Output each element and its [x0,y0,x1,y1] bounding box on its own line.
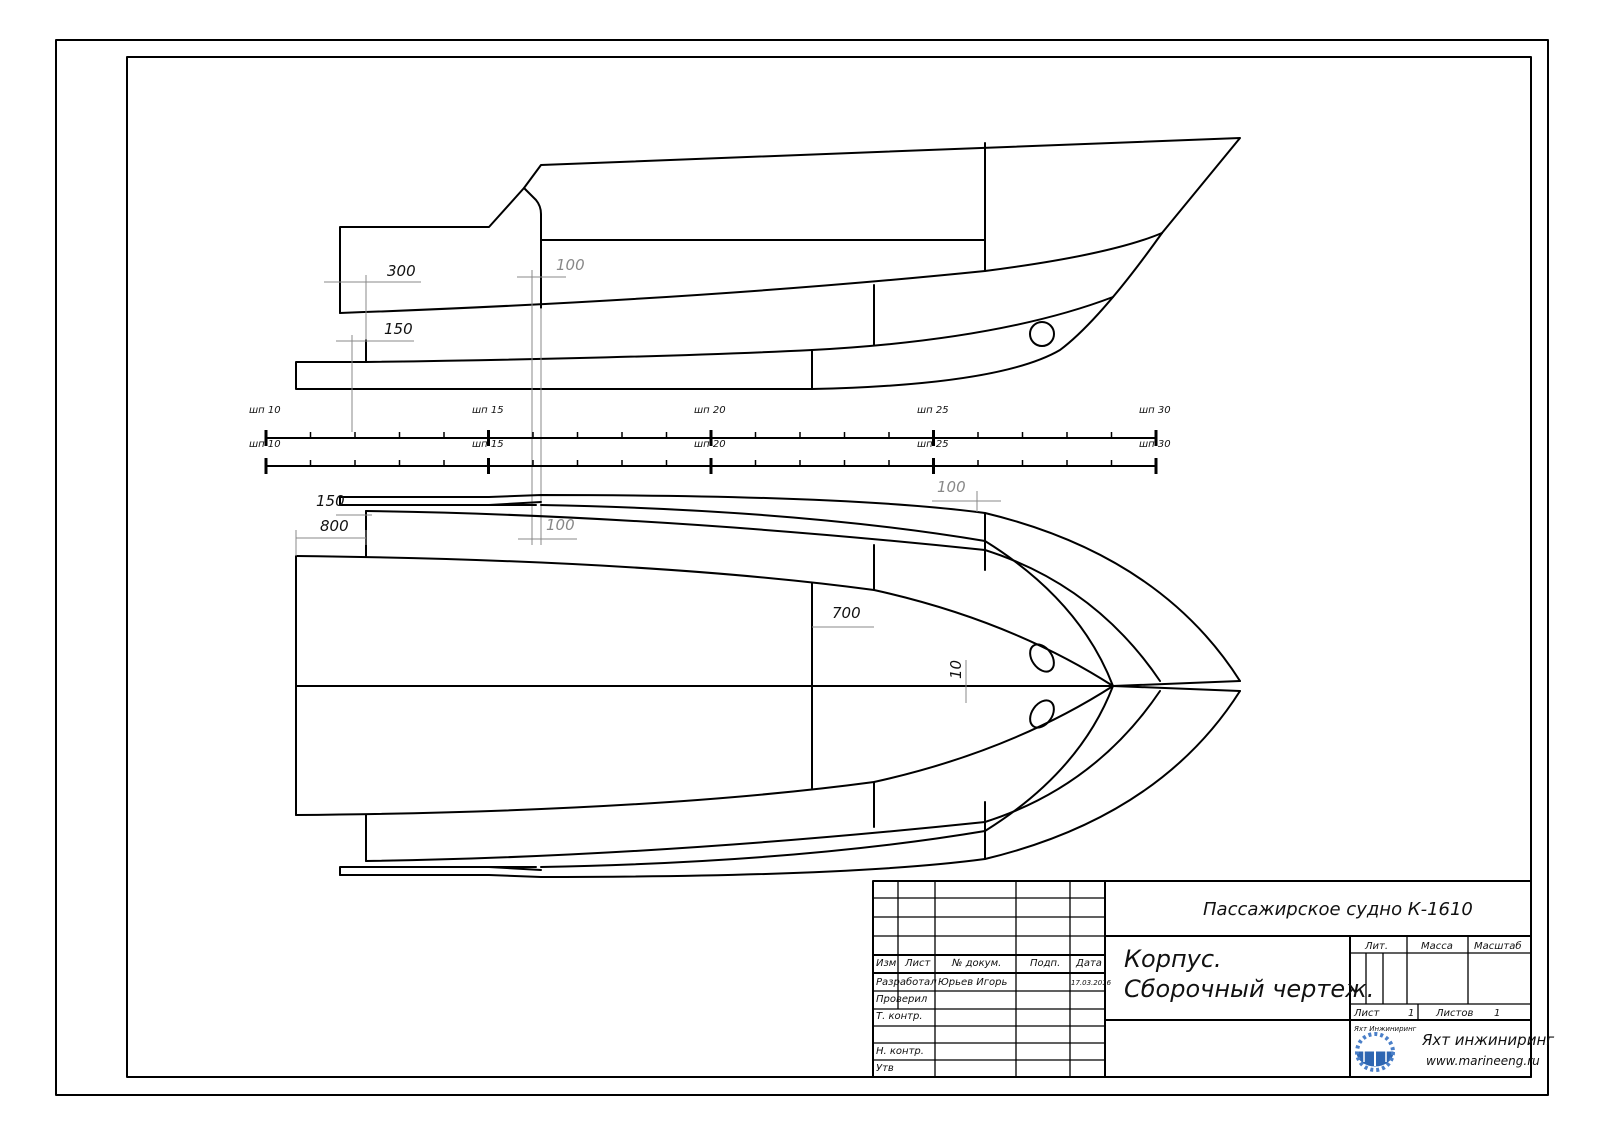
plan-dimensions: 150 800 100 100 700 10 [295,478,1001,703]
side-chine-line [365,296,1114,363]
side-dimensions: 300 100 150 [324,256,585,545]
frame-scale-upper: шп 10 шп 15 шп 20 шп 25 шп 30 [249,405,1171,446]
scale-upper-label-1: шп 15 [472,405,504,416]
inner-frame [126,56,1532,1078]
frame-scale-lower: шп 10 шп 15 шп 20 шп 25 шп 30 [249,439,1171,474]
side-sheer-line [339,232,1163,314]
tb-sheets-label: Листов [1435,1008,1473,1019]
logo-text: Яхт Инжиниринг [1353,1025,1417,1033]
plan-outer-top [339,494,1241,682]
plan-porthole-bottom [1029,699,1055,729]
scale-upper-label-3: шп 25 [917,405,949,416]
tb-drawing-title-1: Корпус. [1124,945,1222,973]
dim-300: 300 [387,262,416,280]
dim-100-plan-low: 100 [546,516,575,534]
plan-outer-bottom [339,690,1241,878]
tb-date-value: 17.03.2016 [1071,979,1112,987]
tb-col-doc: № докум. [951,958,1001,969]
plan-view [295,494,1241,878]
side-view [295,137,1241,390]
side-keel-line [295,232,1163,390]
plan-keel-top [295,555,1114,687]
scale-lower-label-1: шп 15 [472,439,504,450]
tb-sheet-label: Лист [1353,1008,1381,1019]
dim-10: 10 [947,660,965,679]
tb-col-list: Лист [904,958,932,969]
dim-150-side: 150 [384,320,413,338]
plan-chine-top [365,510,1161,682]
plan-inner-bottom [540,685,1114,868]
plan-inner-top [540,504,1114,687]
tb-scale-label: Масштаб [1474,940,1522,952]
scale-upper-label-0: шп 10 [249,405,281,416]
tb-row-ncontrol: Н. контр. [876,1046,924,1057]
plan-chine-bottom [365,690,1161,862]
plan-sponson-top-tip [339,496,542,506]
company-logo: Яхт Инжиниринг [1353,1025,1417,1072]
tb-vessel-name: Пассажирское судно К-1610 [1203,899,1473,920]
scale-lower-label-4: шп 30 [1139,439,1171,450]
dim-150-plan: 150 [316,492,345,510]
tb-row-approved: Утв [876,1063,894,1074]
plan-keel-bottom [295,685,1114,816]
tb-col-date: Дата [1075,958,1102,969]
tb-sheet-value: 1 [1408,1008,1414,1019]
dim-100-side: 100 [556,256,585,274]
plan-porthole-top [1029,643,1055,673]
tb-company-name: Яхт инжиниринг [1421,1031,1554,1049]
tb-row-tcontrol: Т. контр. [876,1011,923,1022]
tb-drawing-title-2: Сборочный чертеж. [1124,975,1374,1003]
dim-100-plan-top: 100 [937,478,966,496]
side-porthole [1029,321,1055,347]
scale-upper-label-2: шп 20 [694,405,726,416]
scale-lower-label-3: шп 25 [917,439,949,450]
tb-developer-name: Юрьев Игорь [938,977,1007,988]
tb-lit-label: Лит. [1364,941,1388,952]
dim-800: 800 [320,517,349,535]
tb-col-podp: Подп. [1030,958,1060,969]
tb-sheets-value: 1 [1494,1008,1500,1019]
plan-sponson-bottom-tip [339,866,542,876]
tb-col-izm: Изм [876,958,897,969]
tb-company-site: www.marineeng.ru [1426,1054,1540,1068]
scale-upper-label-4: шп 30 [1139,405,1171,416]
title-block: Изм Лист № докум. Подп. Дата Разработал … [872,880,1554,1078]
outer-frame [55,39,1549,1096]
tb-row-developed: Разработал [876,976,937,988]
scale-lower-label-0: шп 10 [249,439,281,450]
tb-row-checked: Проверил [876,994,928,1005]
tb-mass-label: Масса [1421,941,1453,952]
scale-lower-label-2: шп 20 [694,439,726,450]
dim-700: 700 [832,604,861,622]
side-superstructure-outline [339,137,1241,314]
side-cabin-window-post [523,187,542,309]
